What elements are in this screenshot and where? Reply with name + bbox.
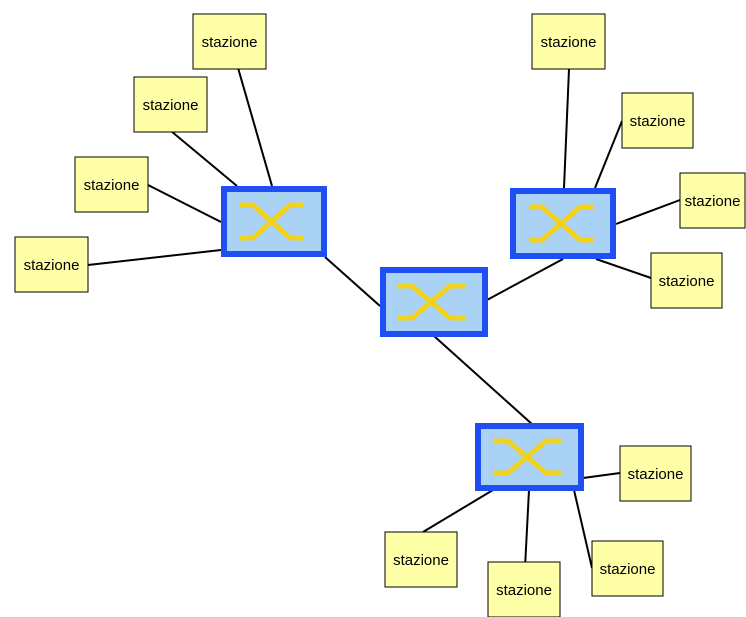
switch-icon [398,283,465,321]
station-label: stazione [84,177,140,194]
link [594,120,623,189]
station-label: stazione [541,34,597,51]
link [422,489,494,533]
station: stazione [384,531,458,588]
station-label: stazione [143,97,199,114]
station-label: stazione [496,582,552,599]
station-label: stazione [659,273,715,290]
link [595,258,652,279]
link [433,335,534,426]
station-label: stazione [685,193,741,210]
link [582,472,621,479]
station: stazione [619,445,692,502]
station-label: stazione [393,552,449,569]
station: stazione [133,76,208,133]
link [615,199,681,225]
station-label: stazione [202,34,258,51]
station: stazione [531,13,606,70]
station: stazione [679,172,746,229]
link [324,256,381,307]
station: stazione [591,540,664,597]
station-label: stazione [628,466,684,483]
station: stazione [650,252,723,309]
switch-top-left [221,186,327,257]
link [563,68,570,189]
station: stazione [192,13,267,70]
station: stazione [621,92,694,149]
link [170,130,238,187]
station: stazione [74,156,149,213]
switch-top-right [510,188,616,259]
link [87,249,222,266]
station-label: stazione [630,113,686,130]
link [231,46,273,187]
switch-icon [240,202,303,241]
station-label: stazione [600,561,656,578]
station: stazione [487,561,561,617]
station: stazione [14,236,89,293]
link [573,489,593,569]
switch-icon [494,438,561,476]
link [147,184,222,223]
switch-center [380,267,488,337]
switch-icon [529,204,593,243]
switch-bottom [475,423,584,491]
link [486,258,564,301]
station-label: stazione [24,257,80,274]
